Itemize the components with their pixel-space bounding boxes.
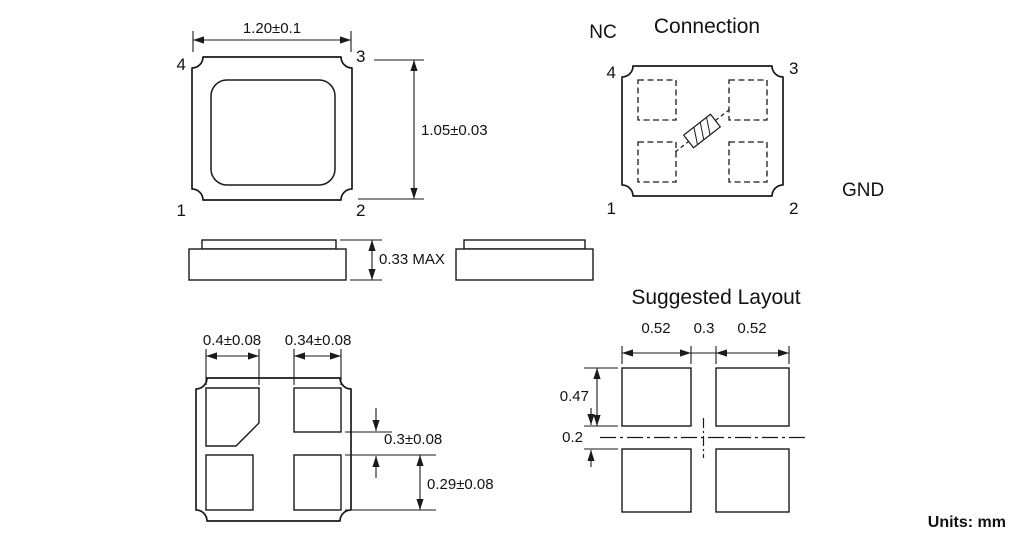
top-view-width-dim: 1.20±0.1 [243, 20, 301, 37]
layout-left-dimensions: 0.47 0.2 [560, 367, 618, 467]
bottom-pad-right-width-dim: 0.34±0.08 [285, 332, 352, 349]
top-view-pin-4: 4 [177, 55, 186, 74]
height-dimension: 1.05±0.03 [358, 59, 488, 200]
pad-4-dashed [637, 79, 677, 121]
bottom-pad-3 [293, 387, 342, 433]
suggested-layout-title: Suggested Layout [631, 286, 800, 309]
gnd-label: GND [842, 180, 884, 201]
top-view-pin-1: 1 [177, 201, 186, 220]
layout-pad-width-left-dim: 0.52 [641, 320, 670, 337]
side-view-right-body [455, 248, 594, 281]
side-view-right [455, 239, 594, 281]
bottom-pad-4-chamfered [205, 387, 260, 447]
layout-pad-height-dim: 0.47 [560, 388, 589, 405]
pad-2-dashed [728, 141, 768, 183]
bottom-pad-height-dim: 0.29±0.08 [427, 476, 494, 493]
side-view-height-dim: 0.33 MAX [379, 251, 445, 268]
bottom-pad-2 [293, 454, 342, 511]
pad-3-dashed [728, 79, 768, 121]
side-view-body [188, 248, 347, 281]
crystal-lid-outline [210, 79, 336, 186]
bottom-top-dimensions: 0.4±0.08 0.34±0.08 [203, 332, 351, 385]
side-view-right-lid [463, 239, 586, 250]
connection-pin-2: 2 [789, 199, 798, 218]
layout-col-gap-dim: 0.3 [694, 320, 715, 337]
layout-top-dimensions: 0.52 0.3 0.52 [621, 320, 790, 364]
bottom-pad-1 [205, 454, 254, 511]
layout-pad-bottom-left [621, 448, 692, 513]
bottom-view-drawing: 0.4±0.08 0.34±0.08 0.3±0.08 0.29±0.08 [195, 332, 494, 522]
top-view-drawing: 1.20±0.1 1.05±0.03 4 3 1 2 [177, 20, 488, 220]
suggested-layout-drawing: Suggested Layout 0.52 0.3 0.52 0.47 [560, 286, 808, 513]
connection-pin-3: 3 [789, 59, 798, 78]
bottom-pad-left-width-dim: 0.4±0.08 [203, 332, 261, 349]
package-body-outline [191, 56, 353, 201]
bottom-right-dimensions: 0.3±0.08 0.29±0.08 [345, 408, 494, 511]
width-dimension: 1.20±0.1 [192, 20, 352, 52]
connection-pin-1: 1 [607, 199, 616, 218]
connection-diagram: NC Connection 4 3 1 2 GND [589, 15, 884, 218]
layout-row-gap-dim: 0.2 [562, 429, 583, 446]
top-view-height-dim: 1.05±0.03 [421, 122, 488, 139]
side-view-left: 0.33 MAX [188, 239, 445, 281]
bottom-pad-gap-dim: 0.3±0.08 [384, 431, 442, 448]
connection-pin-4: 4 [607, 63, 616, 82]
nc-label: NC [589, 22, 616, 43]
top-view-pin-2: 2 [356, 201, 365, 220]
units-label: Units: mm [928, 514, 1006, 531]
side-view-lid [201, 239, 337, 250]
thickness-dimension: 0.33 MAX [340, 239, 445, 281]
crystal-symbol [674, 109, 730, 153]
top-view-pin-3: 3 [356, 47, 365, 66]
pad-1-dashed [637, 141, 677, 183]
layout-pad-width-right-dim: 0.52 [737, 320, 766, 337]
layout-pad-top-right [715, 367, 790, 427]
layout-pad-top-left [621, 367, 692, 427]
layout-pad-bottom-right [715, 448, 790, 513]
connection-title: Connection [654, 15, 760, 38]
